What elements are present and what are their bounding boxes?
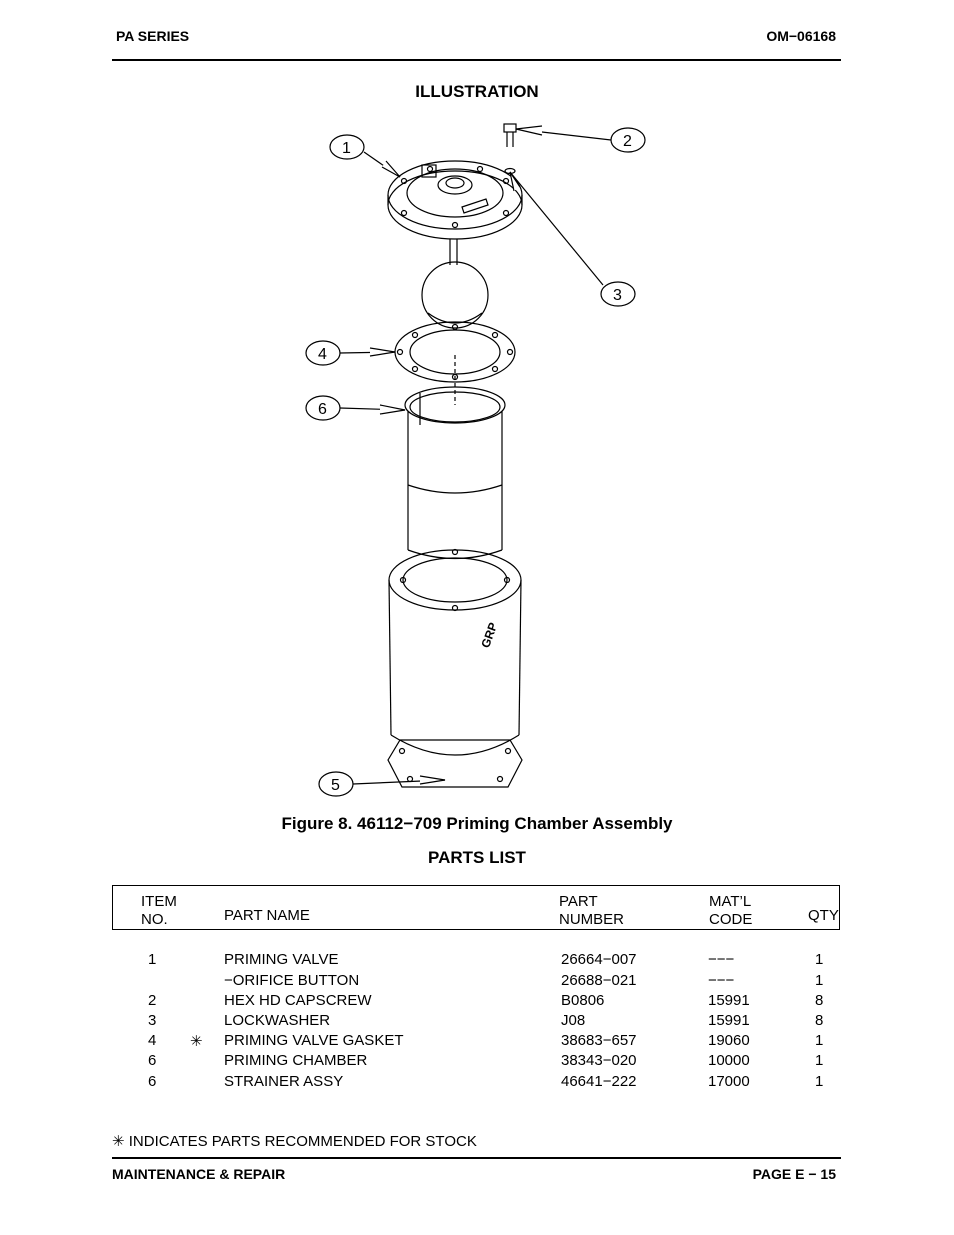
footer-rule — [112, 1157, 841, 1159]
header-rule — [112, 59, 841, 61]
cell-matl-code: 10000 — [708, 1052, 750, 1069]
table-row: −ORIFICE BUTTON 26688−021 −−− 1 — [0, 972, 954, 992]
figure-caption: Figure 8. 46112−709 Priming Chamber Asse… — [281, 814, 673, 833]
cell-part-name: HEX HD CAPSCREW — [224, 992, 372, 1009]
illustration-title: ILLUSTRATION — [415, 82, 539, 101]
cell-qty: 1 — [815, 951, 824, 968]
header-series: PA SERIES — [116, 28, 190, 44]
cell-part-name: LOCKWASHER — [224, 1012, 331, 1029]
parts-list-title: PARTS LIST — [428, 848, 526, 867]
svg-text:4: 4 — [318, 346, 327, 363]
cell-matl-code: −−− — [708, 972, 735, 989]
table-row: 4 ✳ PRIMING VALVE GASKET 38683−657 19060 1 — [0, 1032, 954, 1052]
cell-item-no: 1 — [148, 951, 157, 968]
cell-part-number: 38343−020 — [561, 1052, 637, 1069]
cell-qty: 1 — [815, 1052, 824, 1069]
table-row: 3 LOCKWASHER J08 15991 8 — [0, 1012, 954, 1032]
cell-part-number: 38683−657 — [561, 1032, 637, 1049]
cell-matl-code: 19060 — [708, 1032, 750, 1049]
cell-qty: 8 — [815, 1012, 824, 1029]
svg-text:2: 2 — [623, 133, 632, 150]
cell-matl-code: 17000 — [708, 1073, 750, 1090]
header-doc-number: OM−06168 — [766, 28, 836, 44]
cell-part-name: PRIMING VALVE GASKET — [224, 1032, 404, 1049]
cell-qty: 1 — [815, 972, 824, 989]
cell-item-no: 6 — [148, 1052, 157, 1069]
footer-page: PAGE E − 15 — [752, 1166, 836, 1182]
cell-part-number: 46641−222 — [561, 1073, 637, 1090]
callout-4: 4 — [305, 340, 396, 366]
parts-table-header — [112, 885, 840, 930]
priming-chamber-illustration: GRP 1 2 3 4 6 5 — [305, 123, 646, 797]
svg-text:1: 1 — [342, 140, 351, 157]
callout-2: 2 — [515, 125, 646, 153]
float-ball — [421, 261, 489, 329]
cell-item-no: 2 — [148, 992, 157, 1009]
callout-3: 3 — [509, 171, 636, 307]
cell-item-no: 4 — [148, 1032, 157, 1049]
cell-part-name: PRIMING CHAMBER — [224, 1052, 368, 1069]
cell-qty: 1 — [815, 1032, 824, 1049]
col-part-name: PART NAME — [224, 907, 310, 924]
table-row: 6 STRAINER ASSY 46641−222 17000 1 — [0, 1073, 954, 1093]
col-qty: QTY — [808, 907, 839, 924]
table-row: 1 PRIMING VALVE 26664−007 −−− 1 — [0, 951, 954, 971]
cell-matl-code: 15991 — [708, 1012, 750, 1029]
cell-part-number: J08 — [561, 1012, 586, 1029]
cell-item-no: 3 — [148, 1012, 157, 1029]
cell-part-name: −ORIFICE BUTTON — [224, 972, 360, 989]
callout-6: 6 — [305, 395, 406, 421]
svg-text:5: 5 — [331, 777, 340, 794]
svg-text:6: 6 — [318, 401, 327, 418]
stock-footnote: ✳ INDICATES PARTS RECOMMENDED FOR STOCK — [112, 1133, 477, 1150]
cell-part-number: B0806 — [561, 992, 605, 1009]
cell-item-no: 6 — [148, 1073, 157, 1090]
chamber-base-flange — [387, 739, 523, 788]
cell-qty: 1 — [815, 1073, 824, 1090]
table-row: 2 HEX HD CAPSCREW B0806 15991 8 — [0, 992, 954, 1012]
svg-text:GRP: GRP — [478, 621, 500, 650]
cell-part-name: PRIMING VALVE — [224, 951, 339, 968]
cell-part-number: 26688−021 — [561, 972, 637, 989]
cell-matl-code: 15991 — [708, 992, 750, 1009]
cell-qty: 8 — [815, 992, 824, 1009]
priming-valve-lid — [387, 160, 523, 265]
strainer-cylinder — [404, 386, 506, 560]
cell-matl-code: −−− — [708, 951, 735, 968]
cell-part-number: 26664−007 — [561, 951, 637, 968]
table-row: 6 PRIMING CHAMBER 38343−020 10000 1 — [0, 1052, 954, 1072]
cell-part-name: STRAINER ASSY — [224, 1073, 344, 1090]
cell-stock-mark: ✳ — [190, 1033, 203, 1050]
hex-capscrew — [503, 123, 517, 175]
svg-text:3: 3 — [613, 287, 622, 304]
callout-5: 5 — [318, 771, 446, 797]
callout-1: 1 — [329, 134, 401, 178]
footer-section: MAINTENANCE & REPAIR — [112, 1166, 286, 1182]
priming-chamber-body: GRP — [388, 548, 522, 756]
